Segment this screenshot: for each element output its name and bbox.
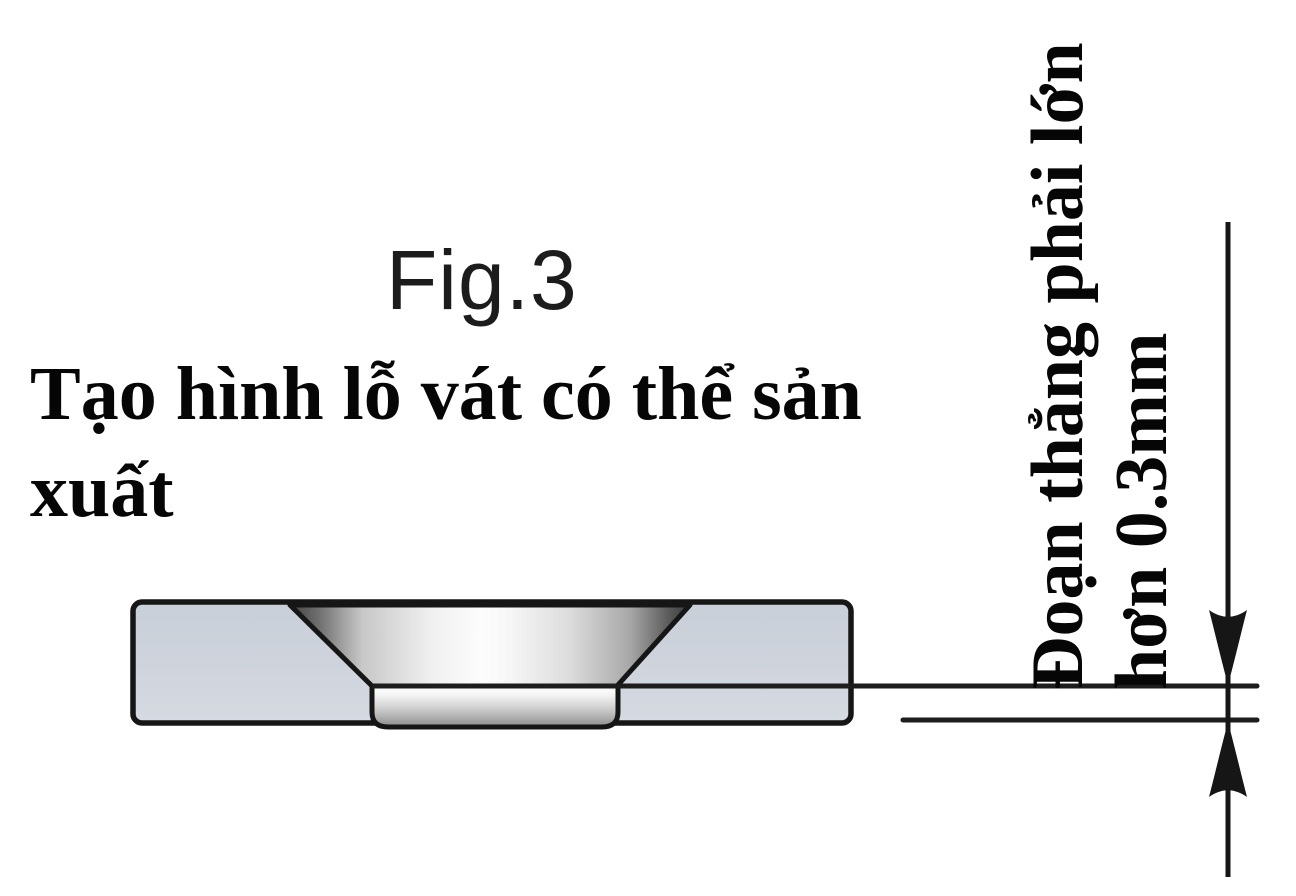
dimension-note-line-1: Đoạn thẳng phải lớn bbox=[1017, 42, 1099, 690]
dimension-arrow-up-icon bbox=[1209, 722, 1247, 797]
caption-line-2: xuất bbox=[30, 449, 174, 533]
caption-line-1: Tạo hình lỗ vát có thể sản bbox=[30, 352, 862, 436]
dimension-arrow-down-icon bbox=[1209, 610, 1247, 685]
dimension-note: Đoạn thẳng phải lớn hơn 0.3mm bbox=[1016, 10, 1184, 690]
figure-label: Fig.3 bbox=[386, 233, 578, 327]
dimension-note-line-2: hơn 0.3mm bbox=[1101, 332, 1183, 690]
hole-straight-segment bbox=[369, 683, 621, 730]
figure-caption: Tạo hình lỗ vát có thể sản xuất bbox=[30, 346, 862, 540]
